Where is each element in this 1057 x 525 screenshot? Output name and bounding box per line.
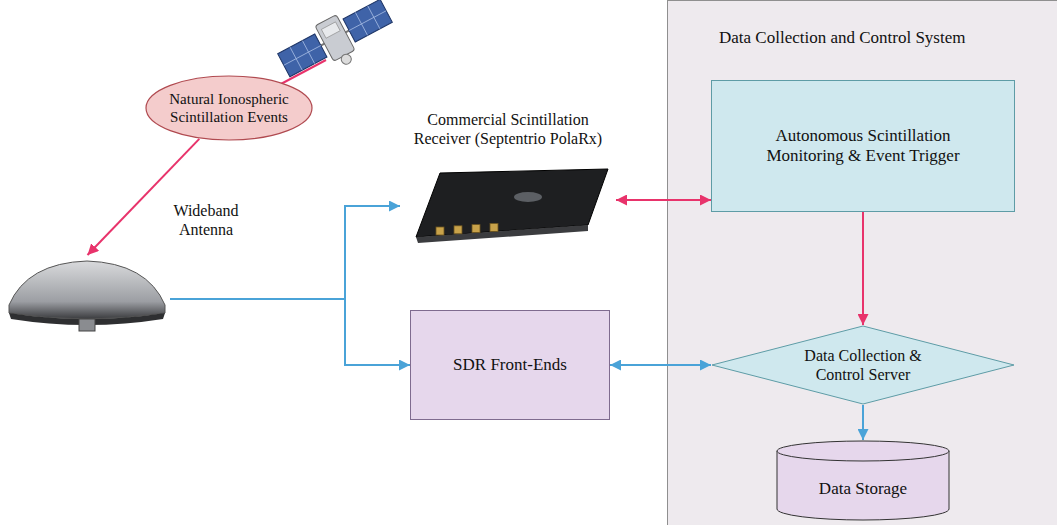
antenna-illustration bbox=[5, 255, 170, 335]
system-panel: Data Collection and Control SystemAutono… bbox=[667, 0, 1057, 525]
decision-diamond: Data Collection & Control Server bbox=[711, 325, 1015, 405]
node-label: Data Collection and Control System bbox=[719, 28, 965, 48]
storage-cylinder: Data Storage bbox=[776, 440, 950, 520]
connector-arrow bbox=[610, 364, 711, 366]
receiver-illustration bbox=[410, 167, 610, 245]
node-label: Data Collection & Control Server bbox=[783, 346, 943, 384]
event-ellipse: Natural Ionospheric Scintillation Events bbox=[145, 75, 313, 141]
process-box: Autonomous Scintillation Monitoring & Ev… bbox=[711, 80, 1015, 212]
diamond-outline bbox=[711, 325, 1015, 405]
antenna-node: Wideband Antenna bbox=[5, 255, 170, 335]
node-label: Commercial Scintillation Receiver (Septe… bbox=[400, 110, 616, 148]
connector-arrow bbox=[862, 212, 864, 325]
satellite-illustration bbox=[274, 0, 399, 91]
node-label: Data Storage bbox=[819, 479, 907, 499]
process-box: SDR Front-Ends bbox=[410, 310, 610, 420]
node-label: SDR Front-Ends bbox=[453, 355, 567, 375]
node-label: Wideband Antenna bbox=[163, 201, 249, 239]
node-label: Natural Ionospheric Scintillation Events bbox=[163, 90, 295, 126]
connector-arrow bbox=[862, 405, 864, 440]
node-label: Autonomous Scintillation Monitoring & Ev… bbox=[753, 126, 973, 167]
receiver-node: Commercial Scintillation Receiver (Septe… bbox=[400, 110, 616, 245]
ellipse-outline bbox=[145, 75, 313, 141]
connector-arrow bbox=[616, 199, 711, 201]
connector-arrow bbox=[170, 299, 410, 365]
connector-arrow bbox=[170, 206, 400, 299]
